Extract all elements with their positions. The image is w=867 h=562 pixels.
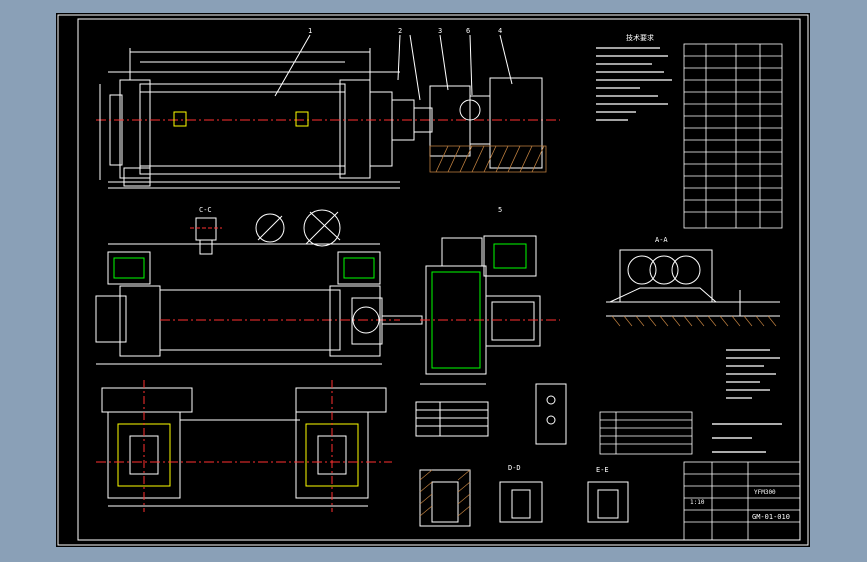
- leader-number-3: 3: [438, 27, 442, 35]
- leader-number-1: 1: [308, 27, 312, 35]
- leader-numbers: 1 2 3 4 5 6: [308, 27, 502, 214]
- outer-border: [57, 14, 809, 546]
- parameter-table: [683, 43, 783, 229]
- detail-views: [415, 383, 629, 527]
- bill-of-materials: [599, 411, 693, 455]
- section-a-label: A-A: [655, 236, 668, 244]
- detail-hatch: [419, 469, 471, 517]
- notes-title: 技术要求: [626, 33, 654, 42]
- drive-foundation-hatch: [429, 145, 547, 173]
- section-e-label: E-E: [596, 466, 609, 474]
- title-block: [683, 461, 801, 541]
- section-c-label: C-C: [199, 206, 212, 214]
- leader-number-4: 4: [498, 27, 502, 35]
- leader-number-5: 5: [498, 206, 502, 214]
- title-block-scale: 1:10: [690, 499, 705, 506]
- section-a-view: [606, 249, 780, 317]
- leader-number-2: 2: [398, 27, 402, 35]
- plan-view: [95, 235, 560, 385]
- spec-text-block: [712, 423, 782, 453]
- drawing-sheet: [56, 13, 810, 547]
- technical-notes: 技术要求: [596, 33, 780, 399]
- section-a-hatch: [611, 315, 777, 327]
- title-block-drawing-number: GM-01-010: [752, 513, 790, 521]
- section-d-label: D-D: [508, 464, 521, 472]
- main-elevation-view: [96, 34, 560, 189]
- inner-border: [77, 18, 801, 541]
- leader-number-6: 6: [466, 27, 470, 35]
- section-c-view: [190, 209, 341, 255]
- foundation-plan: [96, 380, 392, 512]
- title-block-part-note: YFM300: [754, 489, 776, 496]
